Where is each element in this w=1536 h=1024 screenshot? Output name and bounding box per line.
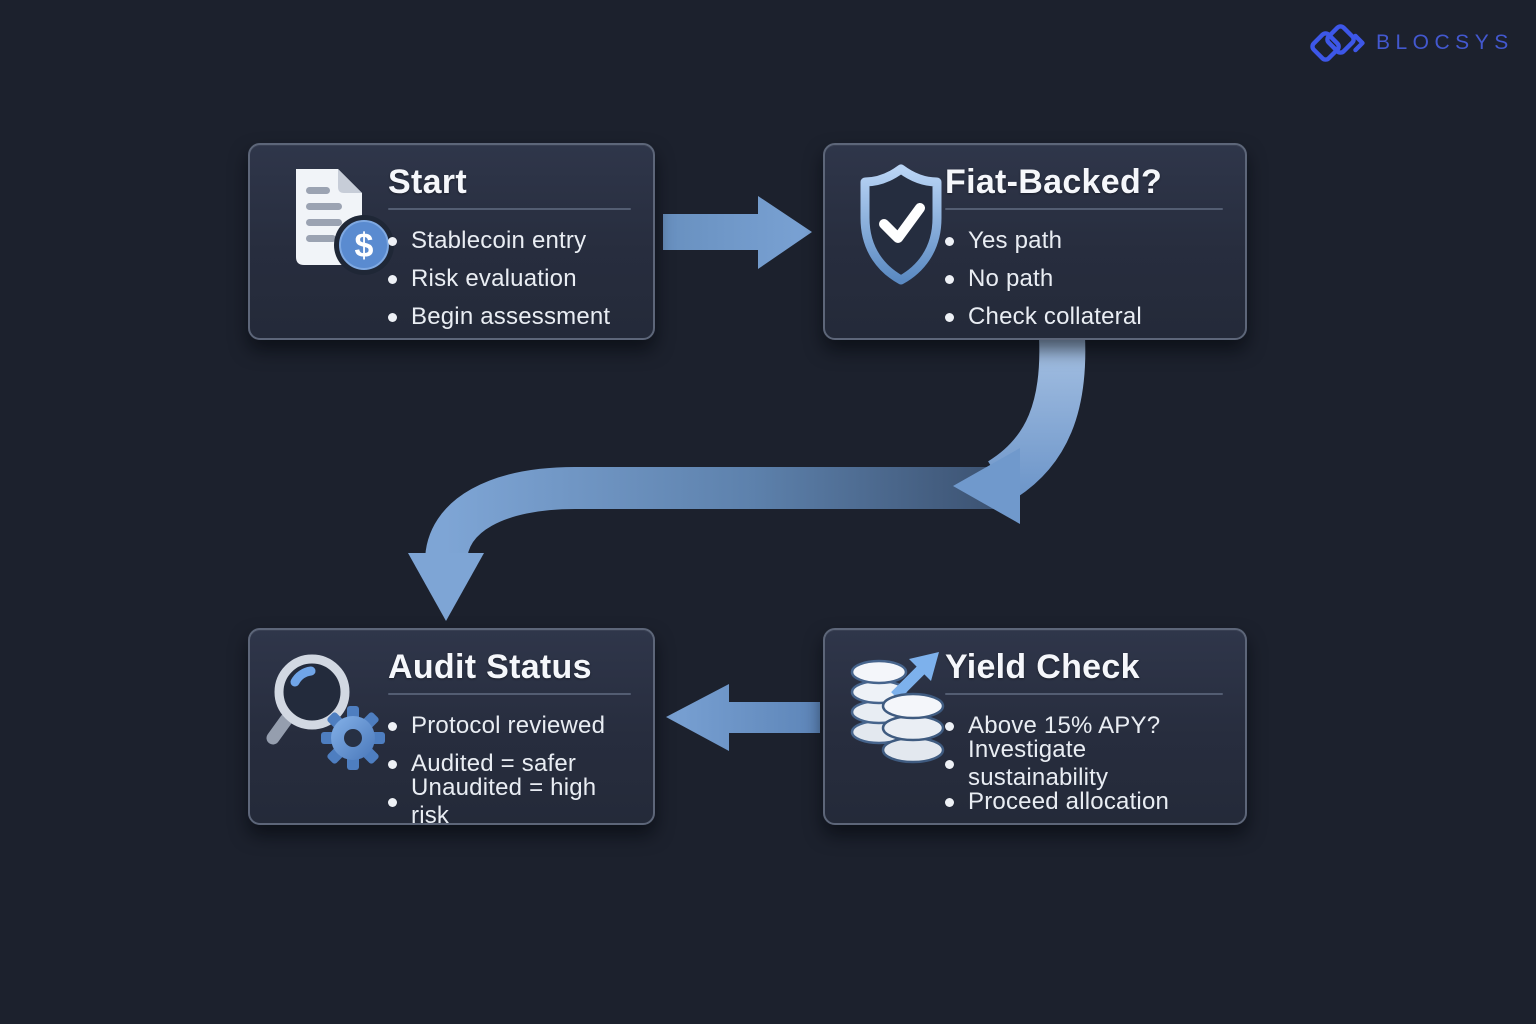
bullet-dot-icon bbox=[388, 721, 397, 731]
arrow-yield-to-audit bbox=[666, 684, 820, 751]
brand-logo: BLOCSYS bbox=[1308, 20, 1514, 66]
arrow-bar-to-audit bbox=[408, 467, 1004, 621]
bullet-dot-icon bbox=[945, 312, 954, 322]
node-audit-status: Audit Status Protocol reviewed Audited =… bbox=[248, 628, 655, 829]
magnifier-gear-icon bbox=[266, 654, 385, 770]
node-bullets: Protocol reviewed Audited = safer Unaudi… bbox=[388, 707, 631, 829]
bullet-dot-icon bbox=[945, 274, 954, 284]
svg-text:$: $ bbox=[355, 227, 374, 265]
arrow-fiat-to-audit-curve bbox=[953, 335, 1086, 524]
bullet-item: Begin assessment bbox=[388, 298, 631, 336]
bullet-item: Proceed allocation bbox=[945, 783, 1223, 821]
bullet-item: Yes path bbox=[945, 222, 1223, 260]
bullet-dot-icon bbox=[945, 721, 954, 731]
bullet-item: Protocol reviewed bbox=[388, 707, 631, 745]
coins-growth-icon bbox=[850, 652, 945, 764]
bullet-item: No path bbox=[945, 260, 1223, 298]
bullet-item: Audited = safer bbox=[388, 745, 631, 783]
bullet-item: Investigate sustainability bbox=[945, 736, 1223, 791]
bullet-item: Above 15% APY? bbox=[945, 707, 1223, 745]
bullet-dot-icon bbox=[388, 759, 397, 769]
bullet-dot-icon bbox=[388, 236, 397, 246]
document-dollar-icon: $ bbox=[296, 169, 394, 275]
blocsys-logo-icon bbox=[1310, 24, 1365, 62]
brand-name: BLOCSYS bbox=[1376, 31, 1514, 54]
title-divider bbox=[388, 693, 631, 695]
title-divider bbox=[945, 693, 1223, 695]
node-title: Start bbox=[388, 163, 467, 201]
node-bullets: Stablecoin entry Risk evaluation Begin a… bbox=[388, 222, 631, 336]
bullet-dot-icon bbox=[388, 797, 397, 807]
title-divider bbox=[945, 208, 1223, 210]
node-fiat-backed: Fiat-Backed? Yes path No path Check coll… bbox=[823, 143, 1247, 340]
bullet-item: Unaudited = high risk bbox=[388, 774, 631, 829]
bullet-item: Check collateral bbox=[945, 298, 1223, 336]
bullet-dot-icon bbox=[388, 274, 397, 284]
bullet-dot-icon bbox=[945, 797, 954, 807]
arrow-start-to-fiat bbox=[663, 196, 812, 269]
node-title: Audit Status bbox=[388, 648, 592, 686]
node-bullets: Yes path No path Check collateral bbox=[945, 222, 1223, 336]
bullet-item: Risk evaluation bbox=[388, 260, 631, 298]
node-start: $ Start Stablecoin entry Risk evaluation… bbox=[248, 143, 655, 340]
node-bullets: Above 15% APY? Investigate sustainabilit… bbox=[945, 707, 1223, 821]
node-yield-check: Yield Check Above 15% APY? Investigate s… bbox=[823, 628, 1247, 825]
bullet-dot-icon bbox=[945, 759, 954, 769]
node-title: Yield Check bbox=[945, 648, 1140, 686]
bullet-dot-icon bbox=[945, 236, 954, 246]
bullet-item: Stablecoin entry bbox=[388, 222, 631, 260]
title-divider bbox=[388, 208, 631, 210]
bullet-dot-icon bbox=[388, 312, 397, 322]
node-title: Fiat-Backed? bbox=[945, 163, 1163, 201]
shield-check-icon bbox=[860, 164, 942, 285]
